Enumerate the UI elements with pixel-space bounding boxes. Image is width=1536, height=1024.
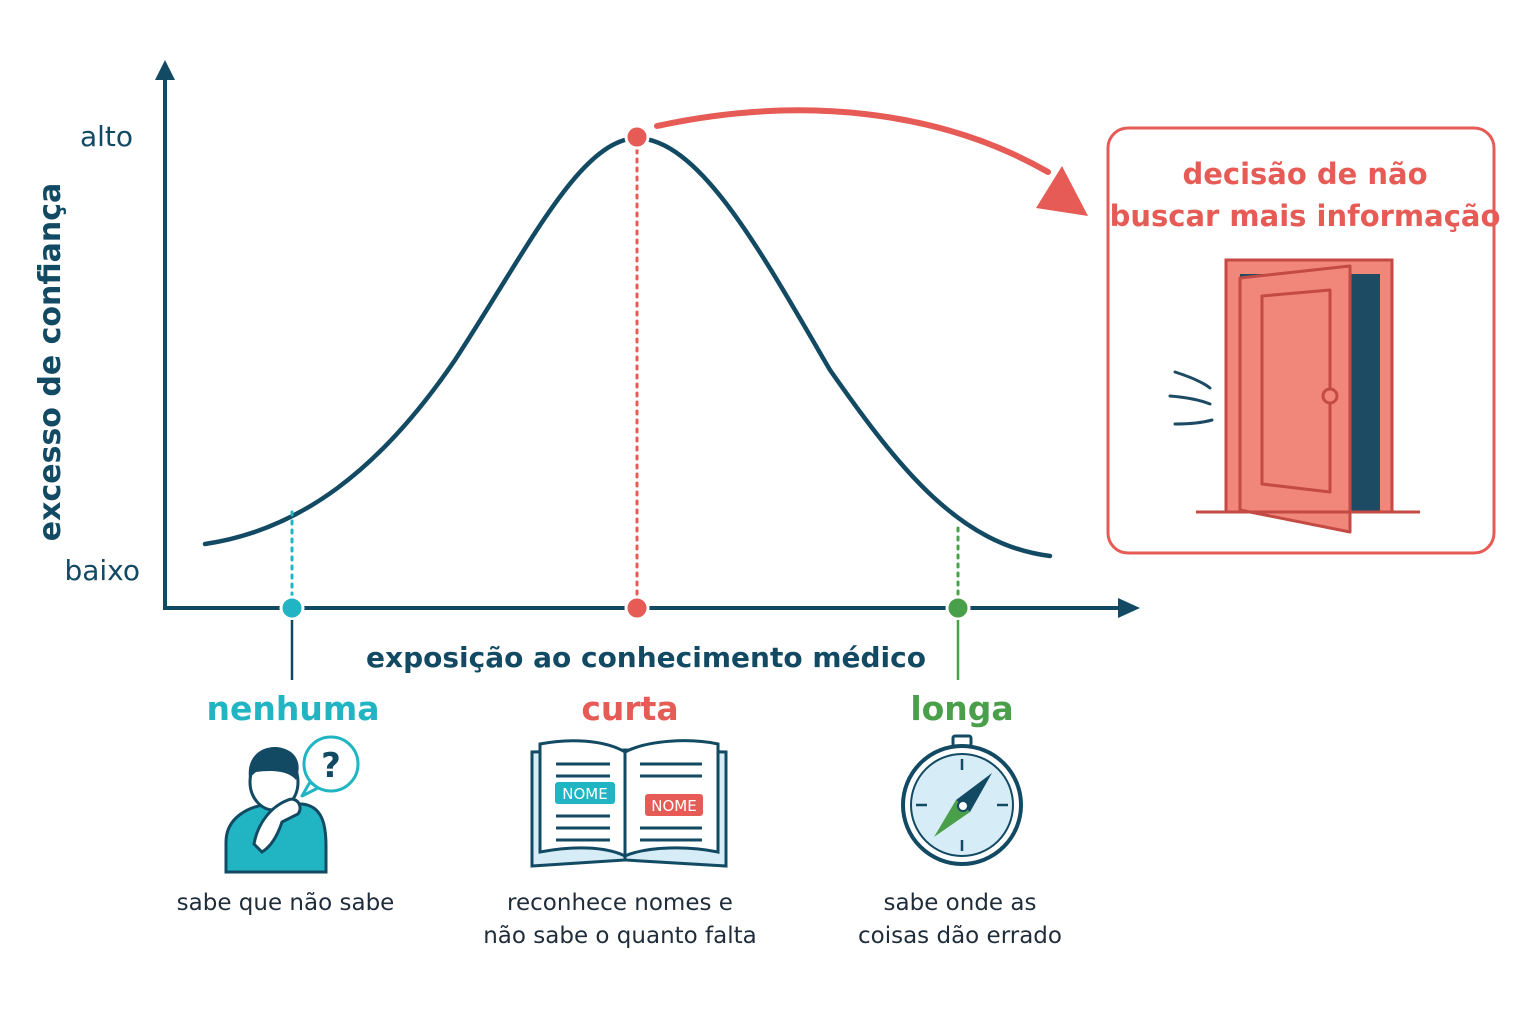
name-tag-right-text: NOME	[651, 797, 696, 815]
stage-label-nenhuma: nenhuma	[206, 689, 379, 728]
y-high-label: alto	[80, 120, 133, 153]
stage-label-longa: longa	[910, 689, 1013, 728]
marker-curta	[624, 595, 650, 621]
callout-title-line-1: decisão de não	[1182, 157, 1427, 191]
peak-to-decision-arrow	[654, 107, 1051, 175]
caption-longa-line-1: sabe onde as	[883, 890, 1037, 916]
name-tag-left	[555, 782, 615, 804]
decision-callout: decisão de não buscar mais informação	[1106, 126, 1501, 555]
name-tag-right	[645, 794, 703, 816]
caption-longa-line-2: coisas dão errado	[858, 923, 1062, 949]
caption-longa: sabe onde as coisas dão errado	[840, 887, 1080, 953]
peak-marker	[624, 124, 650, 150]
y-axis-title: excesso de confiança	[33, 183, 68, 541]
question-mark: ?	[321, 746, 341, 786]
caption-nenhuma: sabe que não sabe	[163, 887, 408, 920]
open-door-icon	[1168, 258, 1420, 534]
caption-curta: reconhece nomes e não sabe o quanto falt…	[470, 887, 770, 953]
confidence-curve	[202, 135, 1053, 559]
caption-curta-line-1: reconhece nomes e	[507, 890, 733, 916]
callout-title-line-2: buscar mais informação	[1110, 199, 1501, 233]
peak-to-decision-arrowhead	[1036, 166, 1088, 216]
x-axis-title: exposição ao conhecimento médico	[366, 641, 926, 674]
y-low-label: baixo	[64, 554, 140, 587]
compass-icon	[901, 734, 1023, 866]
marker-nenhuma	[279, 595, 305, 621]
caption-curta-line-2: não sabe o quanto falta	[483, 923, 757, 949]
caption-nenhuma-line-1: sabe que não sabe	[176, 890, 395, 916]
name-tag-left-text: NOME	[562, 785, 607, 803]
confused-person-icon: ?	[224, 735, 360, 874]
y-axis-arrowhead	[155, 60, 175, 80]
x-axis-arrowhead	[1118, 598, 1140, 618]
open-book-icon: NOME NOME	[530, 739, 728, 868]
stage-label-curta: curta	[581, 689, 678, 728]
marker-longa	[945, 595, 971, 621]
